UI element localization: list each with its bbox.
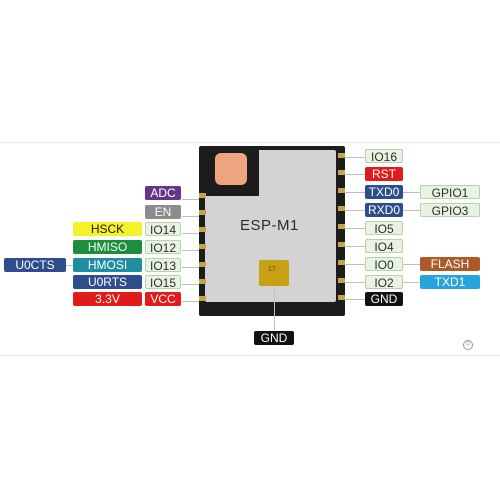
pin-label-io2: IO2 [365,275,403,290]
pad-vcc [199,296,206,301]
pad-io15 [199,279,206,284]
pad-io13 [199,262,206,267]
connector-line [182,284,199,285]
pad-io5 [338,224,345,229]
pad-io2 [338,278,345,283]
pad-txd0 [338,188,345,193]
pin-label-gnd: GND [365,292,403,306]
alt-label-hmiso: HMISO [73,240,142,254]
pin-label-adc: ADC [145,186,181,200]
connector-line [345,264,365,265]
pin-label-io4: IO4 [365,239,403,254]
pin-label-io16: IO16 [365,149,403,164]
pad-rst [338,170,345,175]
pin-label-io14: IO14 [145,222,181,237]
connector-line [182,199,199,200]
alt-label-flash: FLASH [420,257,480,271]
alt-label-txd1: TXD1 [420,275,480,289]
connector-line [66,265,73,266]
alt-label-u0cts: U0CTS [4,258,66,272]
ground-pad-number: 17 [268,266,276,273]
connector-line [403,192,420,193]
pad-gnd [338,295,345,300]
pad-io4 [338,242,345,247]
pin-label-io15: IO15 [145,275,181,290]
pin-label-io12: IO12 [145,240,181,255]
connector-line [403,210,420,211]
connector-line [182,301,199,302]
pin-label-txd0: TXD0 [365,185,403,199]
pad-io16 [338,153,345,158]
connector-line [403,264,420,265]
antenna-marker [215,153,247,185]
pin-label-vcc: VCC [145,292,181,306]
connector-line [182,250,199,251]
copyright-icon: © [463,340,473,350]
alt-label-u0rts: U0RTS [73,275,142,289]
pin-label-rxd0: RXD0 [365,203,403,217]
pad-io12 [199,244,206,249]
ground-pad [259,260,289,286]
pad-en [199,210,206,215]
pin-label-io5: IO5 [365,221,403,236]
pin-label-rst: RST [365,167,403,181]
module-name: ESP-M1 [240,217,299,234]
pin-label-en: EN [145,205,181,219]
connector-line [182,267,199,268]
pad-adc [199,193,206,198]
pin-label-io13: IO13 [145,258,181,273]
connector-line [345,210,365,211]
connector-line [345,174,365,175]
pad-io14 [199,227,206,232]
connector-line [345,228,365,229]
pin-label-io0: IO0 [365,257,403,272]
connector-line [345,299,365,300]
connector-line [345,246,365,247]
alt-label-gpio1: GPIO1 [420,185,480,200]
pad-io0 [338,260,345,265]
connector-line [345,157,365,158]
connector-line [403,282,420,283]
alt-label-3v3: 3.3V [73,292,142,306]
alt-label-gpio3: GPIO3 [420,203,480,218]
connector-line [182,233,199,234]
pin-label-bottom-gnd: GND [254,331,294,345]
alt-label-hmosi: HMOSI [73,258,142,272]
connector-line [182,216,199,217]
alt-label-hsck: HSCK [73,222,142,236]
pad-rxd0 [338,206,345,211]
connector-line [345,282,365,283]
connector-line [345,192,365,193]
ground-connector-line [274,286,275,330]
